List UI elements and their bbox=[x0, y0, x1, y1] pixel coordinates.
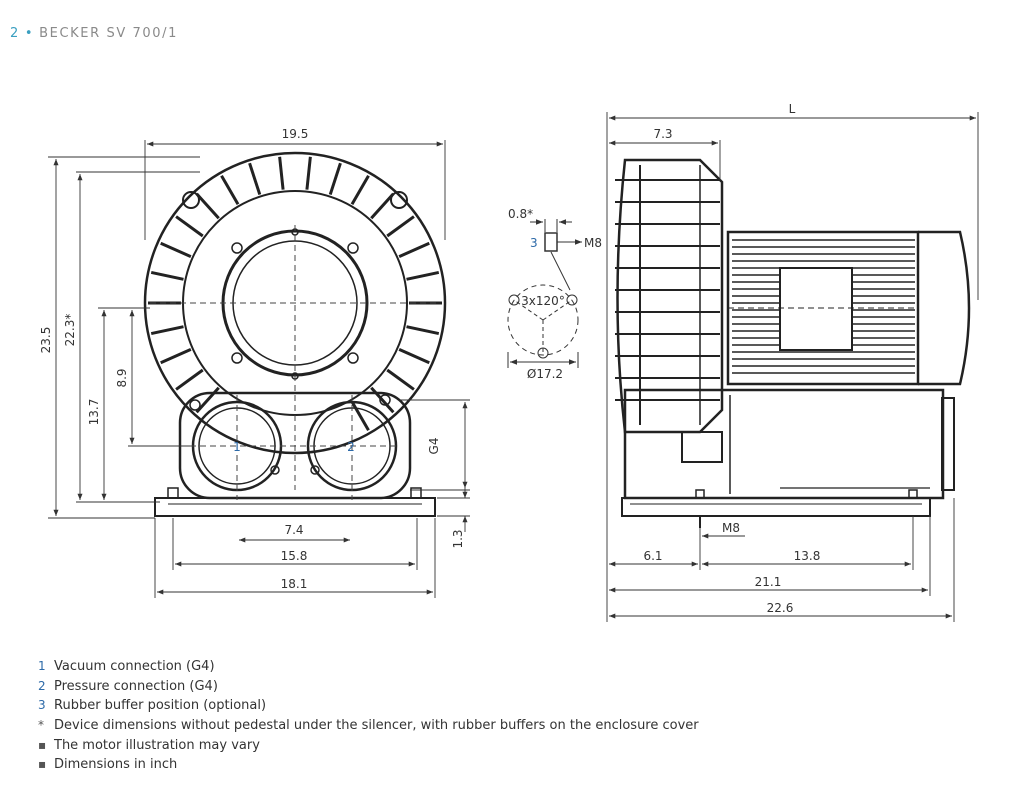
legend-text: Vacuum connection (G4) bbox=[54, 659, 215, 674]
front-housing bbox=[143, 151, 447, 517]
cooling-fin bbox=[195, 192, 220, 220]
dim-base-thickness: 1.3 bbox=[451, 529, 465, 548]
legend: 1 Vacuum connection (G4) 2 Pressure connec… bbox=[38, 657, 699, 775]
cooling-fin bbox=[406, 325, 440, 336]
cooling-fin bbox=[398, 347, 430, 365]
cooling-fin bbox=[150, 270, 184, 281]
dim-total-length: 22.6 bbox=[767, 601, 794, 615]
port-2-label: 2 bbox=[347, 440, 355, 454]
legend-marker: ▪ bbox=[38, 737, 47, 752]
legend-text: Pressure connection (G4) bbox=[54, 678, 218, 694]
cooling-fin bbox=[175, 368, 204, 391]
dim-length: L bbox=[789, 102, 796, 116]
cooling-fin bbox=[406, 270, 440, 281]
buffer-diameter: Ø17.2 bbox=[527, 367, 563, 381]
dim-base-outer: 18.1 bbox=[281, 577, 308, 591]
dim-base-length: 21.1 bbox=[755, 575, 782, 589]
cooling-fin bbox=[175, 215, 204, 238]
port-1-label: 1 bbox=[233, 440, 241, 454]
technical-drawing: 19.5 23.5 22.3* 13.7 8.9 G4 1.3 7.4 15.8… bbox=[39, 102, 979, 622]
dim-height-star: 22.3* bbox=[63, 314, 77, 347]
buffer-thread: M8 bbox=[584, 236, 602, 250]
legend-item: * Device dimensions without pedestal unde… bbox=[38, 716, 699, 736]
dim-height-center: 8.9 bbox=[115, 368, 129, 387]
dim-silencer: 7.3 bbox=[653, 127, 672, 141]
dim-port-spacing: 7.4 bbox=[284, 523, 303, 537]
cooling-fin bbox=[160, 347, 192, 365]
buffer-offset: 0.8* bbox=[508, 207, 533, 221]
cooling-fin bbox=[386, 215, 415, 238]
cooling-fin bbox=[150, 325, 184, 336]
legend-item: 3 Rubber buffer position (optional) bbox=[38, 696, 699, 716]
dim-width-top: 19.5 bbox=[282, 127, 309, 141]
cooling-fin bbox=[305, 156, 312, 190]
dim-port-thread: G4 bbox=[427, 438, 441, 455]
dim-front-offset: 6.1 bbox=[643, 549, 662, 563]
buffer-item-label: 3 bbox=[530, 236, 538, 250]
legend-marker: 2 bbox=[38, 678, 46, 693]
dim-height-ports: 13.7 bbox=[87, 399, 101, 426]
page-header: 2 • BECKER SV 700/1 bbox=[10, 26, 178, 41]
dim-foot-thread: M8 bbox=[722, 521, 740, 535]
cooling-fin bbox=[278, 156, 285, 190]
legend-text: Rubber buffer position (optional) bbox=[54, 698, 267, 714]
legend-text: The motor illustration may vary bbox=[54, 737, 260, 753]
cooling-fin bbox=[248, 162, 262, 196]
cooling-fin bbox=[398, 241, 430, 259]
side-body bbox=[615, 158, 971, 528]
cooling-fin bbox=[220, 174, 240, 206]
front-view: 19.5 23.5 22.3* 13.7 8.9 G4 1.3 7.4 15.8… bbox=[39, 127, 470, 598]
dim-base-inner: 15.8 bbox=[281, 549, 308, 563]
buffer-pattern: 3x120° bbox=[521, 294, 565, 308]
legend-item: 2 Pressure connection (G4) bbox=[38, 677, 699, 697]
legend-marker: 3 bbox=[38, 698, 46, 713]
legend-text: Device dimensions without pedestal under… bbox=[54, 718, 699, 734]
cooling-fin bbox=[386, 368, 415, 391]
page-number: 2 bbox=[10, 26, 20, 41]
header-separator: • bbox=[24, 26, 35, 41]
cooling-fin bbox=[160, 241, 192, 259]
cooling-fin bbox=[370, 192, 395, 220]
legend-item: ▪ Dimensions in inch bbox=[38, 755, 699, 775]
product-title: BECKER SV 700/1 bbox=[39, 26, 179, 41]
cooling-fin bbox=[350, 174, 370, 206]
legend-marker: 1 bbox=[38, 659, 46, 673]
dim-foot-span: 13.8 bbox=[794, 549, 821, 563]
legend-item: ▪ The motor illustration may vary bbox=[38, 736, 699, 756]
side-view: L 7.3 M8 6.1 13.8 21.1 22.6 bbox=[606, 102, 979, 622]
cooling-fin bbox=[350, 400, 370, 432]
legend-item: 1 Vacuum connection (G4) bbox=[38, 657, 699, 677]
legend-text: Dimensions in inch bbox=[54, 757, 178, 773]
cooling-fin bbox=[328, 162, 342, 196]
legend-marker: ▪ bbox=[38, 757, 47, 772]
buffer-detail: 0.8* 3 M8 3x120° Ø17.2 bbox=[507, 207, 602, 381]
dim-height-total: 23.5 bbox=[39, 327, 53, 354]
legend-marker: * bbox=[38, 718, 44, 733]
